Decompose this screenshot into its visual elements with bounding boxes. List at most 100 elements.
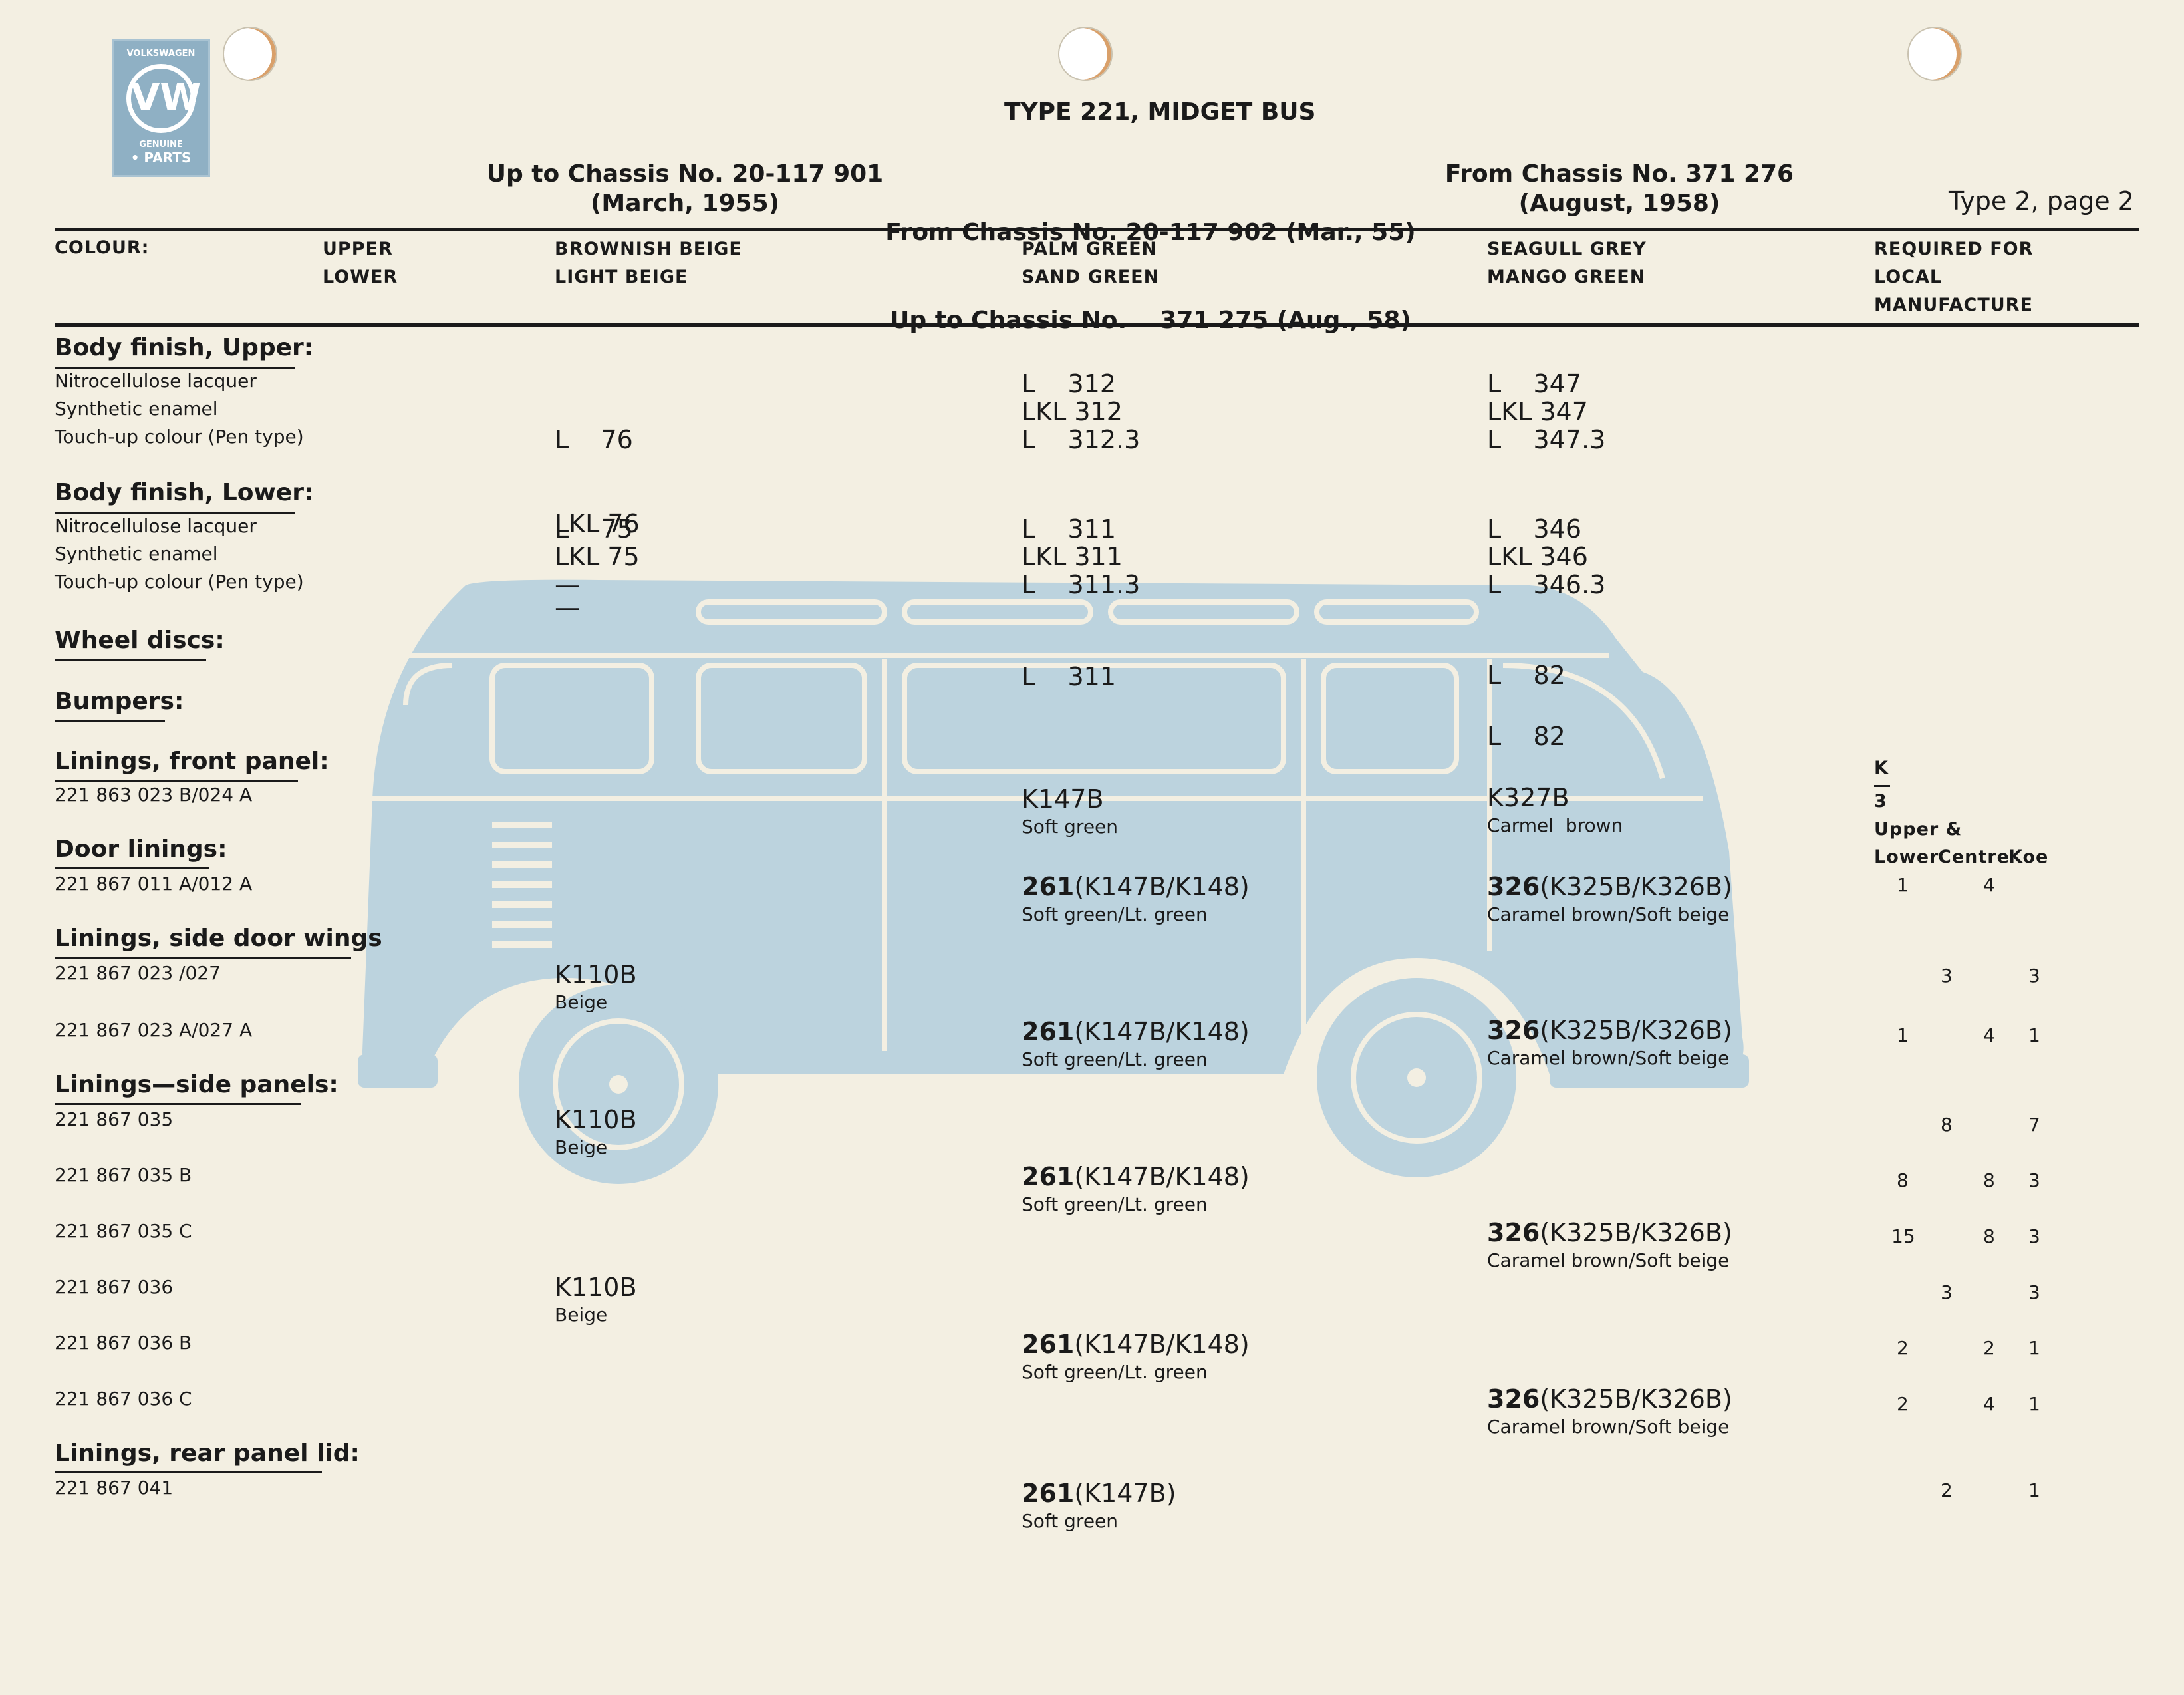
code: LKL 75: [555, 542, 640, 571]
qty-koe: 1: [2028, 1337, 2040, 1359]
code: LKL 76: [555, 509, 640, 538]
section-underline: [55, 659, 206, 661]
body-lower-c3: L 346 LKL 346 L 346.3: [1487, 515, 1605, 599]
part-c1-desc: Beige: [555, 1304, 608, 1326]
code: L 346: [1487, 514, 1582, 543]
section-underline: [55, 1103, 301, 1105]
code: —: [555, 570, 580, 599]
code-bold: 261: [1022, 1479, 1075, 1508]
part-c1-desc: Beige: [555, 1136, 608, 1158]
code: L 311: [1022, 514, 1117, 543]
part-c2-desc: Soft green: [1022, 816, 1119, 838]
page-reference: Type 2, page 2: [1949, 186, 2134, 216]
req-lower: Lower: [1874, 847, 1939, 867]
part-c1-desc: Beige: [555, 991, 608, 1013]
code: L 346.3: [1487, 570, 1606, 599]
colour-scheme-3-lower: MANGO GREEN: [1487, 267, 1646, 287]
qty-koe: 3: [2028, 1281, 2040, 1303]
qty-centre: 2: [1941, 1479, 1953, 1501]
part-number: 221 867 036 C: [55, 1388, 192, 1410]
code-bold: 326: [1487, 1218, 1540, 1247]
finish-item-list-lower: Nitrocellulose lacquer Synthetic enamel …: [55, 512, 304, 596]
finish-item-list: Nitrocellulose lacquer Synthetic enamel …: [55, 367, 304, 451]
part-c3-desc: Caramel brown/Soft beige: [1487, 1416, 1730, 1438]
code: (K325B/K326B): [1540, 1016, 1732, 1045]
wheel-c2: L 311: [1022, 662, 1117, 691]
colour-scheme-2: PALM GREEN SAND GREEN: [1022, 235, 1159, 291]
code: (K325B/K326B): [1540, 1218, 1732, 1247]
section-underline: [55, 367, 295, 369]
code: LKL 312: [1022, 397, 1123, 426]
chassis-range-3: From Chassis No. 371 276 (August, 1958): [1417, 160, 1822, 218]
qty-centre: 4: [1983, 1393, 1995, 1415]
page-title: TYPE 221, MIDGET BUS: [1004, 98, 1316, 126]
chassis-range-2-line1: From Chassis No. 20-117 902 (Mar., 55): [885, 219, 1416, 246]
punch-hole-center: [1058, 27, 1113, 81]
code: LKL 346: [1487, 542, 1588, 571]
qty-upper-lower: 1: [1897, 1024, 1909, 1046]
colour-scheme-2-upper: PALM GREEN: [1022, 239, 1158, 259]
section-linings-rear-panel-lid: Linings, rear panel lid:: [55, 1440, 360, 1467]
chassis-range-1-line1: Up to Chassis No. 20-117 901: [486, 160, 884, 188]
qty-koe: 7: [2028, 1114, 2040, 1136]
section-bumpers: Bumpers:: [55, 688, 184, 715]
finish-item-synthetic: Synthetic enamel: [55, 543, 218, 565]
part-number: 221 867 023 /027: [55, 962, 221, 984]
code-bold: 261: [1022, 1017, 1075, 1046]
body-lower-c1: L 75 LKL 75 —: [555, 515, 640, 599]
chassis-range-3-line2: (August, 1958): [1518, 190, 1720, 217]
finish-item-synthetic: Synthetic enamel: [55, 398, 218, 420]
part-c2-code: 261(K147B/K148): [1022, 1330, 1250, 1358]
qty-centre: 2: [1983, 1337, 1995, 1359]
colour-scheme-1-upper: BROWNISH BEIGE: [555, 239, 742, 259]
part-c2-desc: Soft green: [1022, 1510, 1119, 1532]
req-line2: LOCAL: [1874, 267, 1943, 287]
logo-text-genuine: GENUINE: [139, 140, 183, 150]
part-c2-code: K147B: [1022, 784, 1104, 814]
chassis-range-3-line1: From Chassis No. 371 276: [1444, 160, 1794, 188]
section-door-linings: Door linings:: [55, 836, 227, 863]
bumper-c3: L 82: [1487, 722, 1566, 751]
part-number: 221 867 011 A/012 A: [55, 873, 253, 895]
code-bold: 326: [1487, 1016, 1540, 1045]
qty-centre: 3: [1941, 965, 1953, 987]
qty-centre: 8: [1983, 1225, 1995, 1247]
header-bottom-rule: [55, 323, 2139, 327]
part-c3-code: K327B: [1487, 783, 1570, 812]
code: L 347: [1487, 369, 1582, 398]
code: L 76: [555, 425, 633, 454]
section-underline: [55, 512, 295, 514]
logo-text-volkswagen: VOLKSWAGEN: [126, 49, 196, 59]
qty-centre: 4: [1983, 1024, 1995, 1046]
req-three-label: 3: [1874, 791, 1887, 812]
required-for-local-manufacture: REQUIRED FOR LOCAL MANUFACTURE: [1874, 235, 2033, 319]
qty-centre: 4: [1983, 874, 1995, 896]
code: LKL 347: [1487, 397, 1588, 426]
qty-koe: 1: [2028, 1024, 2040, 1046]
part-c3-code: 326(K325B/K326B): [1487, 1016, 1732, 1044]
qty-upper-lower: 2: [1897, 1337, 1909, 1359]
colour-scheme-2-lower: SAND GREEN: [1022, 267, 1160, 287]
qty-upper-lower: 2: [1897, 1393, 1909, 1415]
qty-koe: 3: [2028, 965, 2040, 987]
colour-label: COLOUR:: [55, 237, 150, 258]
colour-scheme-3-upper: SEAGULL GREY: [1487, 239, 1647, 259]
code: (K147B/K148): [1074, 1330, 1250, 1359]
req-k-label: K: [1874, 758, 1889, 778]
qty-koe: 3: [2028, 1225, 2040, 1247]
colour-scheme-3: SEAGULL GREY MANGO GREEN: [1487, 235, 1647, 291]
code: L 312: [1022, 369, 1117, 398]
vw-emblem-icon: VW: [126, 64, 201, 133]
code: (K147B/K148): [1074, 1017, 1250, 1046]
part-c2-desc: Soft green/Lt. green: [1022, 1048, 1208, 1070]
logo-text-parts: • PARTS: [130, 150, 192, 166]
vw-genuine-parts-logo: VOLKSWAGEN VW GENUINE • PARTS: [112, 39, 210, 177]
section-underline: [55, 1471, 322, 1473]
section-linings-front-panel: Linings, front panel:: [55, 748, 329, 775]
finish-item-touchup: Touch-up colour (Pen type): [55, 426, 304, 448]
part-c3-desc: Caramel brown/Soft beige: [1487, 1249, 1730, 1271]
qty-centre: 8: [1983, 1169, 1995, 1191]
code: (K147B/K148): [1074, 872, 1250, 901]
section-linings-side-door-wings: Linings, side door wings: [55, 925, 382, 952]
